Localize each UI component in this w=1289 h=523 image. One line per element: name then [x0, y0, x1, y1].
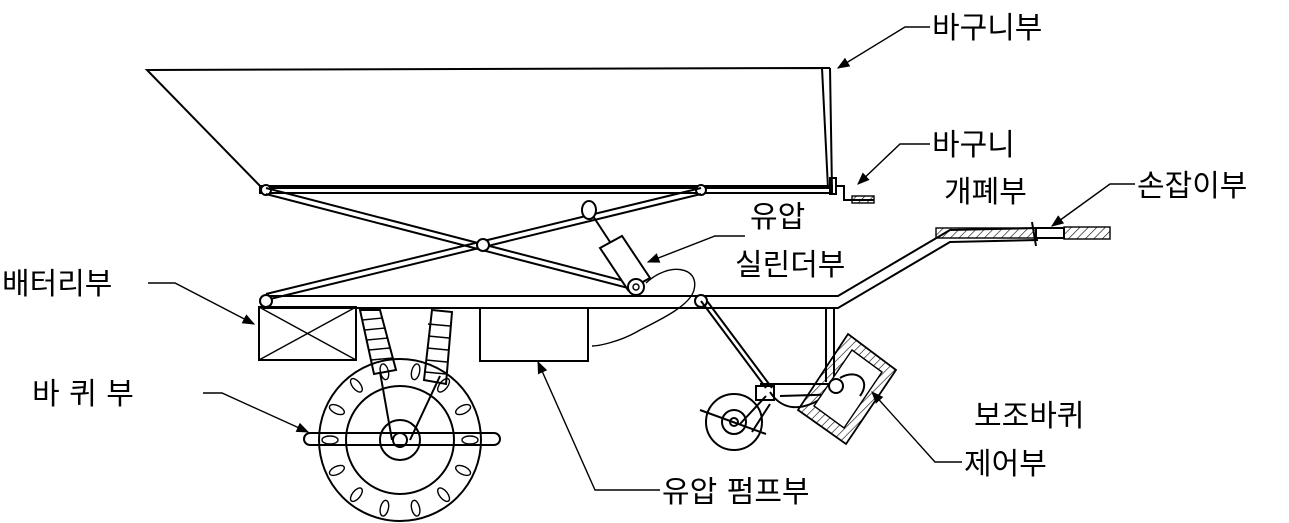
hydraulic-cylinder — [581, 200, 696, 347]
tire-tread — [437, 377, 451, 393]
tire-tread — [328, 403, 346, 416]
tire-tread — [410, 363, 421, 381]
tire-tread — [379, 499, 390, 517]
basket-latch — [829, 177, 875, 204]
tire-tread — [321, 435, 339, 445]
basket-open-label-2: 개폐부 — [944, 175, 1027, 210]
tire-tread — [410, 499, 421, 517]
basket-open-label-1: 바구니 — [932, 128, 1015, 163]
aux-control-label-1: 보조바퀴 — [974, 399, 1084, 434]
leader-lines — [148, 26, 1135, 491]
handle-label: 손잡이부 — [1137, 169, 1247, 204]
aux-control-unit — [796, 332, 898, 446]
cylinder-label-2: 실린더부 — [735, 248, 845, 283]
tire-tread — [461, 435, 479, 445]
tire-tread — [328, 464, 346, 477]
scissor-lift — [265, 187, 702, 301]
tire-tread — [349, 487, 363, 503]
tire-tread — [454, 403, 472, 416]
tire-tread — [437, 487, 451, 503]
battery-box — [258, 306, 357, 361]
tire-tread — [379, 363, 390, 381]
main-wheel — [303, 358, 501, 522]
cylinder-label-1: 유압 — [750, 200, 805, 235]
tire-tread — [349, 377, 363, 393]
pump-label: 유압 펌프부 — [662, 475, 810, 510]
handle-grip — [1031, 221, 1111, 247]
aux-control-label-2: 제어부 — [964, 447, 1047, 482]
battery-label: 배터리부 — [2, 267, 112, 302]
suspension-springs — [358, 308, 454, 441]
tire-tread — [454, 464, 472, 477]
wheel-label: 바 퀴 부 — [32, 377, 134, 412]
hydraulic-pump — [479, 307, 589, 362]
basket — [144, 66, 833, 196]
basket-label: 바구니부 — [932, 11, 1042, 46]
